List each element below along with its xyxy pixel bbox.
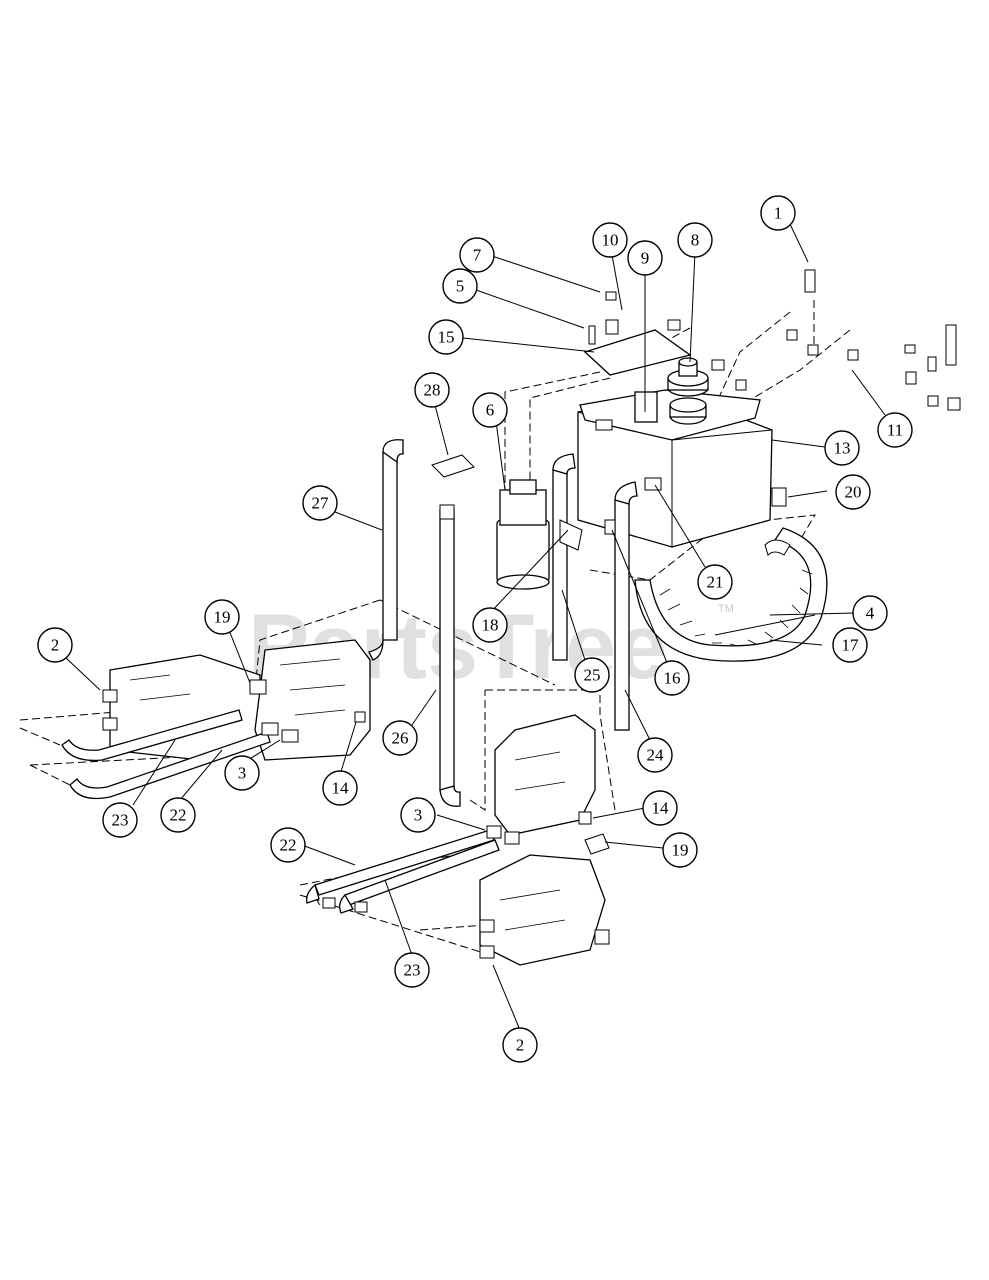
callout-label: 23 bbox=[112, 811, 129, 830]
oil-filter bbox=[496, 479, 550, 590]
callout-10: 10 bbox=[592, 222, 628, 258]
callout-7: 7 bbox=[459, 237, 495, 273]
callout-label: 8 bbox=[691, 231, 700, 250]
callout-16: 16 bbox=[654, 660, 690, 696]
callout-label: 14 bbox=[652, 799, 670, 818]
callout-28: 28 bbox=[414, 372, 450, 408]
callout-label: 11 bbox=[887, 421, 903, 440]
callout-label: 15 bbox=[438, 328, 455, 347]
callout-17: 17 bbox=[832, 627, 868, 663]
callout-2a: 2 bbox=[37, 627, 73, 663]
callout-label: 3 bbox=[414, 806, 423, 825]
callout-11: 11 bbox=[877, 412, 913, 448]
callout-label: 18 bbox=[482, 616, 499, 635]
callout-23a: 23 bbox=[102, 802, 138, 838]
callout-3b: 3 bbox=[400, 797, 436, 833]
callout-label: 22 bbox=[280, 836, 297, 855]
callout-label: 2 bbox=[516, 1036, 525, 1055]
callout-22b: 22 bbox=[270, 827, 306, 863]
callout-27: 27 bbox=[302, 485, 338, 521]
fittings bbox=[102, 269, 961, 959]
filler-cap bbox=[667, 357, 709, 425]
callout-label: 21 bbox=[707, 573, 724, 592]
pump-hoses bbox=[61, 709, 500, 914]
callout-label: 7 bbox=[473, 246, 482, 265]
callout-label: 6 bbox=[486, 401, 495, 420]
callout-label: 3 bbox=[238, 764, 247, 783]
callout-14a: 14 bbox=[322, 770, 358, 806]
callout-13: 13 bbox=[824, 430, 860, 466]
watermark-trademark: TM bbox=[718, 603, 734, 615]
callout-26: 26 bbox=[382, 720, 418, 756]
callout-label: 13 bbox=[834, 439, 851, 458]
callout-2b: 2 bbox=[502, 1027, 538, 1063]
callout-6: 6 bbox=[472, 392, 508, 428]
callout-label: 4 bbox=[866, 604, 875, 623]
callout-label: 14 bbox=[332, 779, 350, 798]
callout-3a: 3 bbox=[224, 755, 260, 791]
callout-14b: 14 bbox=[642, 790, 678, 826]
callout-label: 16 bbox=[664, 669, 681, 688]
callout-25: 25 bbox=[574, 657, 610, 693]
callout-label: 17 bbox=[842, 636, 860, 655]
callout-label: 20 bbox=[845, 483, 862, 502]
callout-15: 15 bbox=[428, 319, 464, 355]
callout-4: 4 bbox=[852, 595, 888, 631]
leader-lines bbox=[65, 223, 886, 1031]
callout-label: 19 bbox=[672, 841, 689, 860]
callout-label: 10 bbox=[602, 231, 619, 250]
callout-9: 9 bbox=[627, 240, 663, 276]
coiled-return-hose bbox=[634, 527, 828, 662]
callout-label: 23 bbox=[404, 961, 421, 980]
callout-label: 25 bbox=[584, 666, 601, 685]
callout-19a: 19 bbox=[204, 599, 240, 635]
callout-18: 18 bbox=[472, 607, 508, 643]
callout-5: 5 bbox=[442, 268, 478, 304]
callout-19b: 19 bbox=[662, 832, 698, 868]
callout-label: 22 bbox=[170, 806, 187, 825]
lower-pump-assembly bbox=[479, 714, 610, 966]
callout-24: 24 bbox=[637, 737, 673, 773]
callout-label: 26 bbox=[392, 729, 409, 748]
callout-label: 19 bbox=[214, 608, 231, 627]
callout-20: 20 bbox=[835, 474, 871, 510]
callout-label: 9 bbox=[641, 249, 650, 268]
callout-8: 8 bbox=[677, 222, 713, 258]
callout-label: 24 bbox=[647, 746, 665, 765]
hoses bbox=[368, 439, 638, 807]
callout-23b: 23 bbox=[394, 952, 430, 988]
callout-label: 1 bbox=[774, 204, 783, 223]
callout-21: 21 bbox=[697, 564, 733, 600]
callout-label: 28 bbox=[424, 381, 441, 400]
callout-label: 5 bbox=[456, 277, 465, 296]
callout-1: 1 bbox=[760, 195, 796, 231]
callout-label: 27 bbox=[312, 494, 330, 513]
callout-22a: 22 bbox=[160, 797, 196, 833]
callout-label: 2 bbox=[51, 636, 60, 655]
